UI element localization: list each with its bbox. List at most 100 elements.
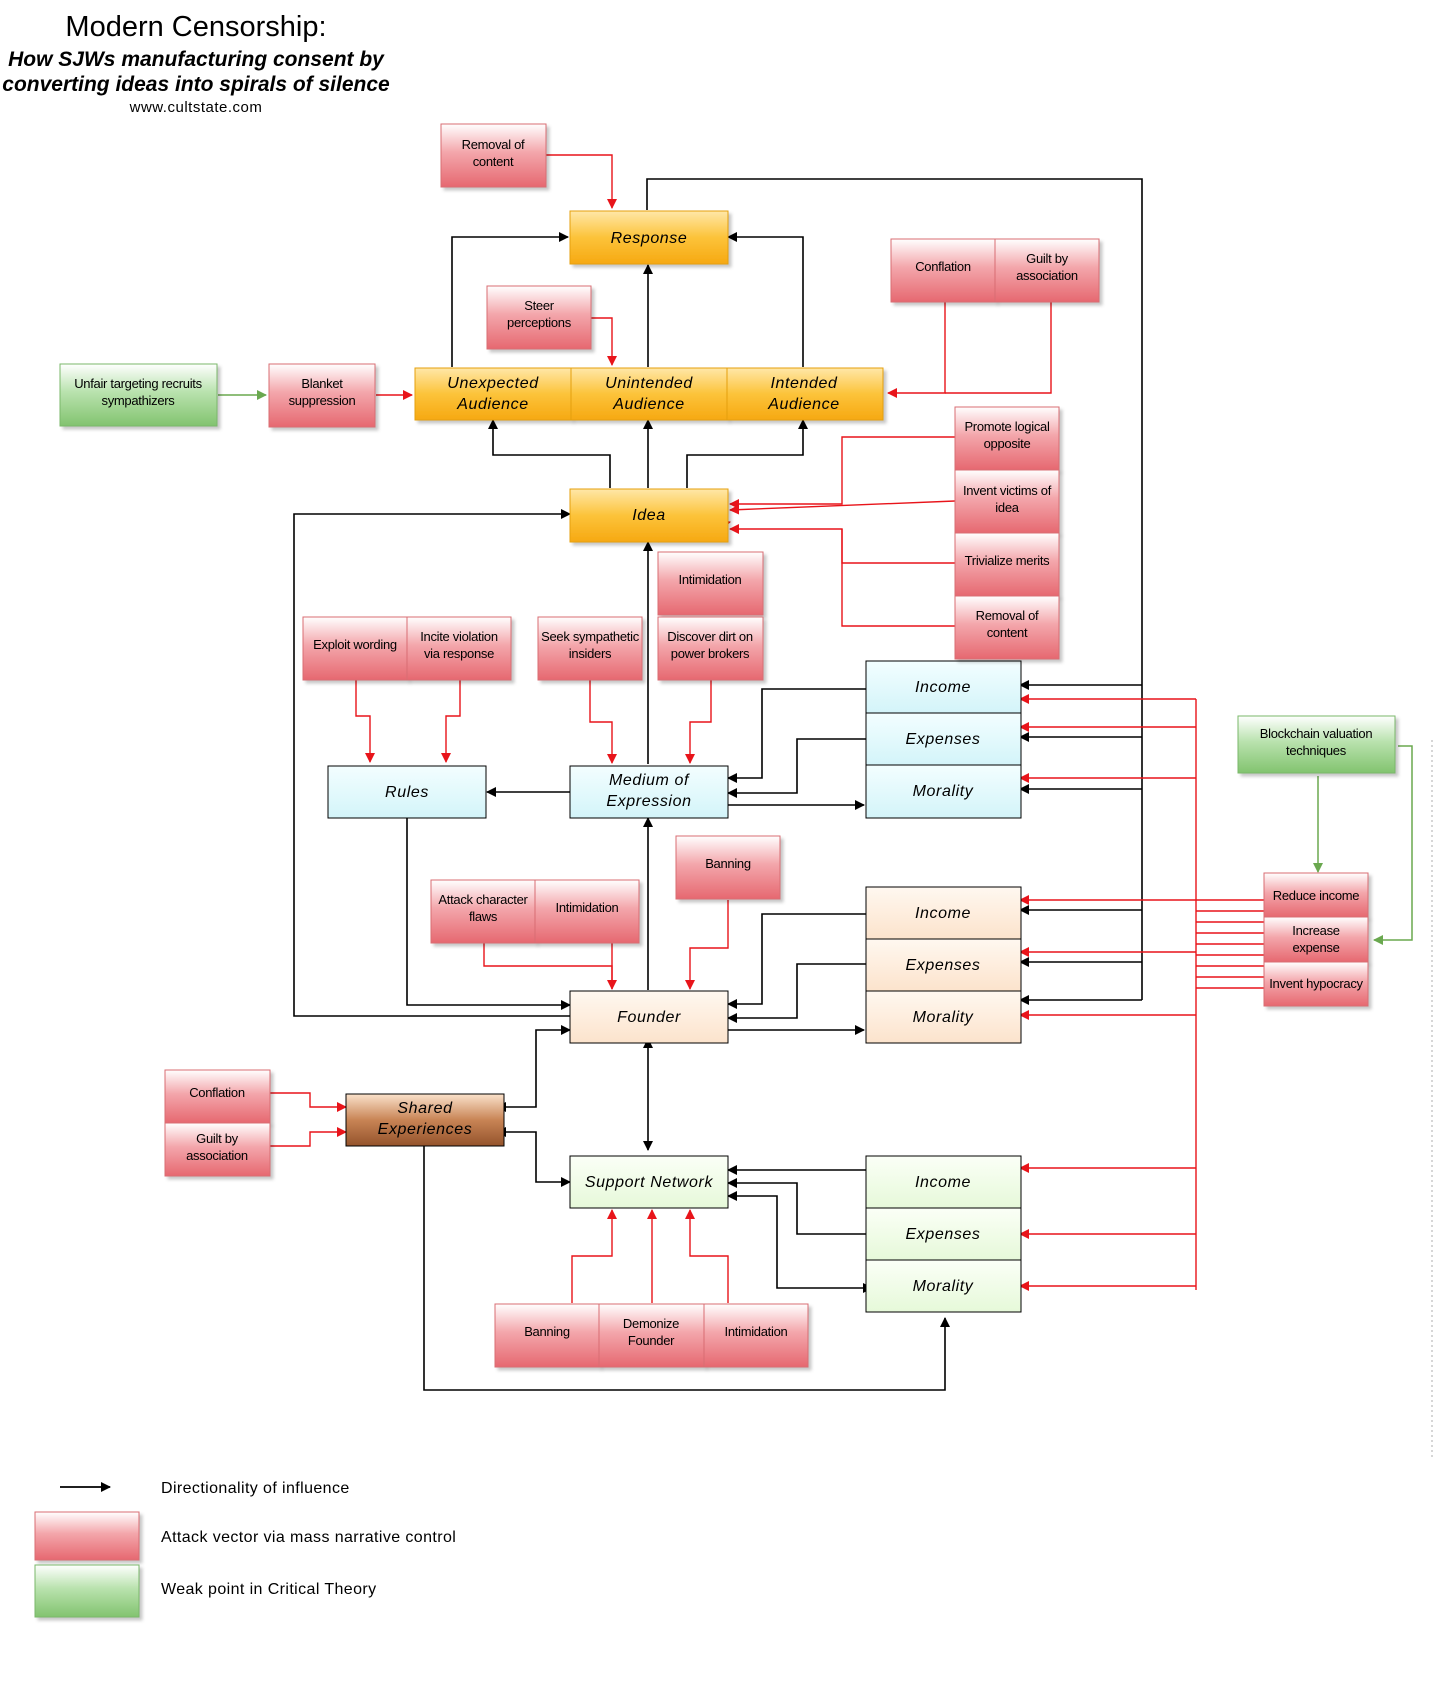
svg-text:Unintended: Unintended [605, 375, 693, 392]
svg-text:Removal of: Removal of [462, 137, 525, 152]
influence-connectors [293, 178, 1143, 1391]
weak-point-unfair-targeting: Unfair targeting recruits sympathizers [59, 363, 218, 427]
weak-point-connectors [218, 390, 1413, 945]
attack-invent-hypocracy: Invent hypocracy [1263, 961, 1369, 1007]
svg-text:Income: Income [915, 1174, 971, 1191]
attack-removal-of-content-top: Removal of content [440, 123, 547, 188]
legend: Directionality of influence Attack vecto… [34, 1480, 456, 1618]
attack-steer-perceptions: Steer perceptions [486, 285, 592, 350]
svg-text:Promote logical: Promote logical [964, 419, 1050, 434]
svg-text:suppression: suppression [289, 393, 356, 408]
medium-expenses-node: Expenses [865, 712, 1022, 766]
medium-of-expression-node: Medium of Expression [569, 765, 729, 819]
svg-text:Expenses: Expenses [905, 1226, 980, 1243]
attack-conflation-top: Conflation [890, 238, 996, 303]
svg-text:flaws: flaws [469, 909, 498, 924]
medium-income-node: Income [865, 660, 1022, 714]
attack-increase-expense: Increase expense [1263, 916, 1369, 963]
founder-node: Founder [569, 990, 729, 1044]
svg-text:Intimidation: Intimidation [556, 900, 619, 915]
legend-directionality: Directionality of influence [161, 1480, 350, 1497]
svg-text:Guilt by: Guilt by [1026, 251, 1068, 266]
attack-intimidation-support: Intimidation [703, 1303, 809, 1368]
attack-discover-dirt: Discover dirt on power brokers [657, 616, 764, 681]
attack-conflation-shared: Conflation [164, 1069, 271, 1124]
svg-text:Demonize: Demonize [623, 1316, 679, 1331]
svg-text:power brokers: power brokers [671, 646, 750, 661]
founder-income-node: Income [865, 886, 1022, 940]
svg-text:Discover dirt on: Discover dirt on [667, 629, 753, 644]
attack-banning-support: Banning [494, 1303, 600, 1368]
svg-text:Founder: Founder [628, 1333, 675, 1348]
legend-attack-vector: Attack vector via mass narrative control [161, 1529, 456, 1546]
svg-text:Support Network: Support Network [585, 1174, 714, 1191]
svg-text:Unexpected: Unexpected [447, 375, 539, 392]
svg-text:Income: Income [915, 905, 971, 922]
response-node: Response [569, 210, 729, 265]
svg-text:Reduce income: Reduce income [1273, 888, 1359, 903]
attack-demonize-founder: Demonize Founder [598, 1303, 705, 1368]
svg-text:Shared: Shared [397, 1100, 453, 1117]
attack-trivialize-merits: Trivialize merits [954, 532, 1060, 597]
attack-character-flaws: Attack character flaws [430, 879, 536, 944]
svg-text:opposite: opposite [984, 436, 1031, 451]
svg-text:content: content [473, 154, 514, 169]
svg-text:Rules: Rules [385, 784, 429, 801]
svg-text:techniques: techniques [1286, 743, 1347, 758]
diagram-subtitle-line1: How SJWs manufacturing consent by [8, 48, 385, 71]
svg-text:Intimidation: Intimidation [725, 1324, 788, 1339]
svg-text:Increase: Increase [1292, 923, 1340, 938]
attack-reduce-income: Reduce income [1263, 872, 1369, 918]
shared-experiences-node: Shared Experiences [345, 1093, 505, 1147]
svg-text:idea: idea [995, 500, 1019, 515]
diagram-subtitle-line2: converting ideas into spirals of silence [2, 73, 390, 96]
svg-text:Expenses: Expenses [905, 731, 980, 748]
unintended-audience-node: Unintended Audience [570, 367, 728, 421]
svg-text:expense: expense [1292, 940, 1339, 955]
svg-text:Blanket: Blanket [301, 376, 343, 391]
svg-text:Incite violation: Incite violation [420, 629, 498, 644]
support-income-node: Income [865, 1155, 1022, 1209]
weak-point-blockchain-valuation: Blockchain valuation techniques [1237, 715, 1396, 774]
svg-text:Exploit wording: Exploit wording [313, 637, 397, 652]
rules-node: Rules [327, 765, 487, 819]
intended-audience-node: Intended Audience [726, 367, 884, 421]
unexpected-audience-node: Unexpected Audience [414, 367, 572, 421]
attack-banning-founder: Banning [675, 835, 781, 900]
svg-text:Audience: Audience [767, 396, 840, 413]
svg-text:Banning: Banning [524, 1324, 570, 1339]
svg-text:Idea: Idea [632, 507, 666, 524]
svg-text:via response: via response [424, 646, 494, 661]
medium-morality-node: Morality [865, 764, 1022, 819]
svg-text:Experiences: Experiences [378, 1121, 473, 1138]
svg-text:Expression: Expression [606, 793, 691, 810]
svg-text:Morality: Morality [913, 1278, 974, 1295]
legend-attack-swatch [34, 1511, 140, 1561]
svg-text:Seek sympathetic: Seek sympathetic [541, 629, 640, 644]
svg-text:Conflation: Conflation [915, 259, 971, 274]
attack-promote-logical-opposite: Promote logical opposite [954, 406, 1060, 471]
legend-weak-point-swatch [34, 1564, 140, 1618]
svg-text:association: association [1016, 268, 1078, 283]
founder-morality-node: Morality [865, 990, 1022, 1044]
attack-seek-sympathetic-insiders: Seek sympathetic insiders [537, 616, 643, 681]
svg-text:Intended: Intended [770, 375, 838, 392]
founder-expenses-node: Expenses [865, 938, 1022, 992]
svg-text:content: content [987, 625, 1028, 640]
svg-text:sympathizers: sympathizers [102, 393, 176, 408]
svg-text:Blockchain valuation: Blockchain valuation [1260, 726, 1373, 741]
svg-text:Audience: Audience [456, 396, 529, 413]
svg-text:Expenses: Expenses [905, 957, 980, 974]
svg-text:Trivialize merits: Trivialize merits [965, 553, 1051, 568]
svg-text:Response: Response [611, 230, 688, 247]
attack-guilt-by-association-top: Guilt by association [994, 238, 1100, 303]
source-url: www.cultstate.com [129, 99, 263, 116]
svg-text:Attack character: Attack character [438, 892, 528, 907]
svg-text:association: association [186, 1148, 248, 1163]
legend-weak-point: Weak point in Critical Theory [161, 1581, 377, 1598]
attack-exploit-wording: Exploit wording [302, 616, 408, 681]
svg-text:Founder: Founder [617, 1009, 681, 1026]
support-network-node: Support Network [569, 1155, 729, 1209]
attack-blanket-suppression: Blanket suppression [268, 363, 376, 428]
